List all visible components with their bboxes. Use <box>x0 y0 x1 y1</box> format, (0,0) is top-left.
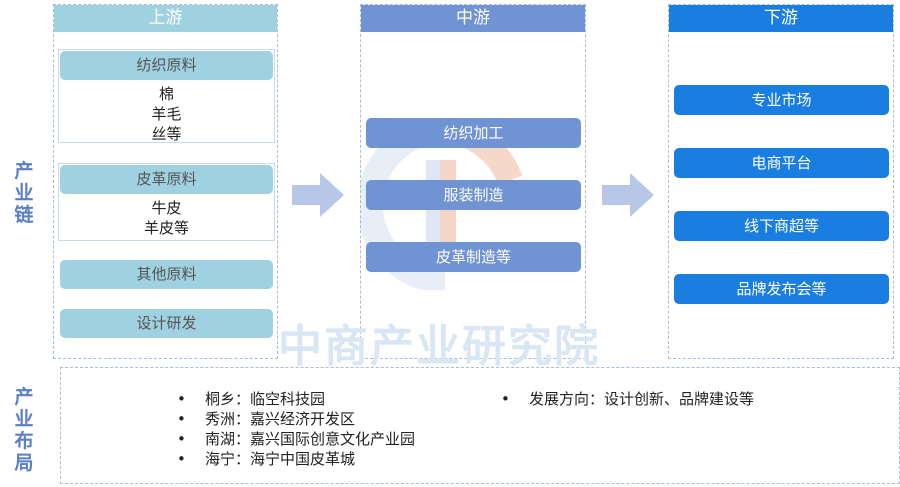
midstream-item-3: 皮革制造等 <box>366 242 581 272</box>
upstream-group-textile <box>58 49 275 143</box>
downstream-item-3: 线下商超等 <box>674 211 889 241</box>
bullet-dot: • <box>501 390 510 408</box>
layout-item-2: • 秀洲：嘉兴经济开发区 <box>177 409 355 429</box>
bullet-dot: • <box>177 430 186 448</box>
midstream-item-2: 服装制造 <box>366 180 581 210</box>
upstream-label-textile-text: 纺织原料 <box>136 56 197 74</box>
downstream-item-4-text: 品牌发布会等 <box>736 280 827 298</box>
upstream-label-leather: 皮革原料 <box>60 165 273 194</box>
layout-item-2-text: 秀洲：嘉兴经济开发区 <box>205 410 356 428</box>
layout-item-direction: • 发展方向：设计创新、品牌建设等 <box>501 389 754 409</box>
watermark-text: 中商产业研究院 <box>278 321 600 372</box>
bullet-dot: • <box>177 390 186 408</box>
upstream-leather-items: 牛皮 羊皮等 <box>58 198 275 238</box>
arrow-mid-to-down <box>602 173 654 217</box>
downstream-header: 下游 <box>669 5 893 32</box>
layout-item-3: • 南湖：嘉兴国际创意文化产业园 <box>177 429 415 449</box>
downstream-item-3-text: 线下商超等 <box>743 217 819 235</box>
upstream-label-leather-text: 皮革原料 <box>136 170 197 188</box>
bullet-dot: • <box>177 410 186 428</box>
upstream-label-other: 其他原料 <box>60 260 273 289</box>
list-item: 棉 <box>158 85 174 103</box>
bullet-dot: • <box>177 450 186 468</box>
layout-item-4: • 海宁：海宁中国皮革城 <box>177 449 355 469</box>
layout-item-1-text: 桐乡：临空科技园 <box>205 390 326 408</box>
downstream-item-2: 电商平台 <box>674 148 889 178</box>
arrow-up-to-mid <box>292 173 344 217</box>
chain-side-label: 产业链 <box>12 160 36 226</box>
list-item: 羊毛 <box>151 105 182 123</box>
list-item: 丝等 <box>151 125 182 143</box>
list-item: 羊皮等 <box>143 219 189 237</box>
downstream-item-1-text: 专业市场 <box>751 91 812 109</box>
midstream-item-1-text: 纺织加工 <box>443 124 504 142</box>
layout-item-4-text: 海宁：海宁中国皮革城 <box>205 450 356 468</box>
midstream-title: 中游 <box>456 8 490 28</box>
downstream-title: 下游 <box>764 8 798 28</box>
upstream-label-design: 设计研发 <box>60 309 273 338</box>
upstream-title: 上游 <box>148 8 183 28</box>
layout-side-text: 产业布局 <box>14 386 34 474</box>
downstream-column: 下游 专业市场 电商平台 线下商超等 品牌发布会等 <box>668 4 894 359</box>
downstream-item-4: 品牌发布会等 <box>674 274 889 304</box>
midstream-item-2-text: 服装制造 <box>443 186 504 204</box>
upstream-textile-items: 棉 羊毛 丝等 <box>58 84 275 144</box>
downstream-item-1: 专业市场 <box>674 85 889 115</box>
upstream-header: 上游 <box>54 5 277 32</box>
midstream-item-3-text: 皮革制造等 <box>435 248 511 266</box>
midstream-header: 中游 <box>361 5 585 32</box>
layout-item-3-text: 南湖：嘉兴国际创意文化产业园 <box>205 430 416 448</box>
upstream-label-design-text: 设计研发 <box>136 314 197 332</box>
list-item: 牛皮 <box>151 199 182 217</box>
layout-side-label: 产业布局 <box>12 386 36 474</box>
layout-item-direction-text: 发展方向：设计创新、品牌建设等 <box>529 390 755 408</box>
midstream-column: 中游 纺织加工 服装制造 皮革制造等 <box>360 4 586 359</box>
midstream-item-1: 纺织加工 <box>366 118 581 148</box>
layout-box: • 桐乡：临空科技园 • 秀洲：嘉兴经济开发区 • 南湖：嘉兴国际创意文化产业园 • 海… <box>60 367 900 484</box>
chain-side-text: 产业链 <box>14 160 34 226</box>
upstream-group-leather <box>58 163 275 241</box>
upstream-label-other-text: 其他原料 <box>136 265 197 283</box>
layout-item-1: • 桐乡：临空科技园 <box>177 389 325 409</box>
upstream-label-textile: 纺织原料 <box>60 51 273 80</box>
downstream-item-2-text: 电商平台 <box>751 154 812 172</box>
upstream-column: 上游 纺织原料 棉 羊毛 丝等 皮革原料 牛皮 羊皮等 其他原料 设计研发 <box>53 4 278 359</box>
